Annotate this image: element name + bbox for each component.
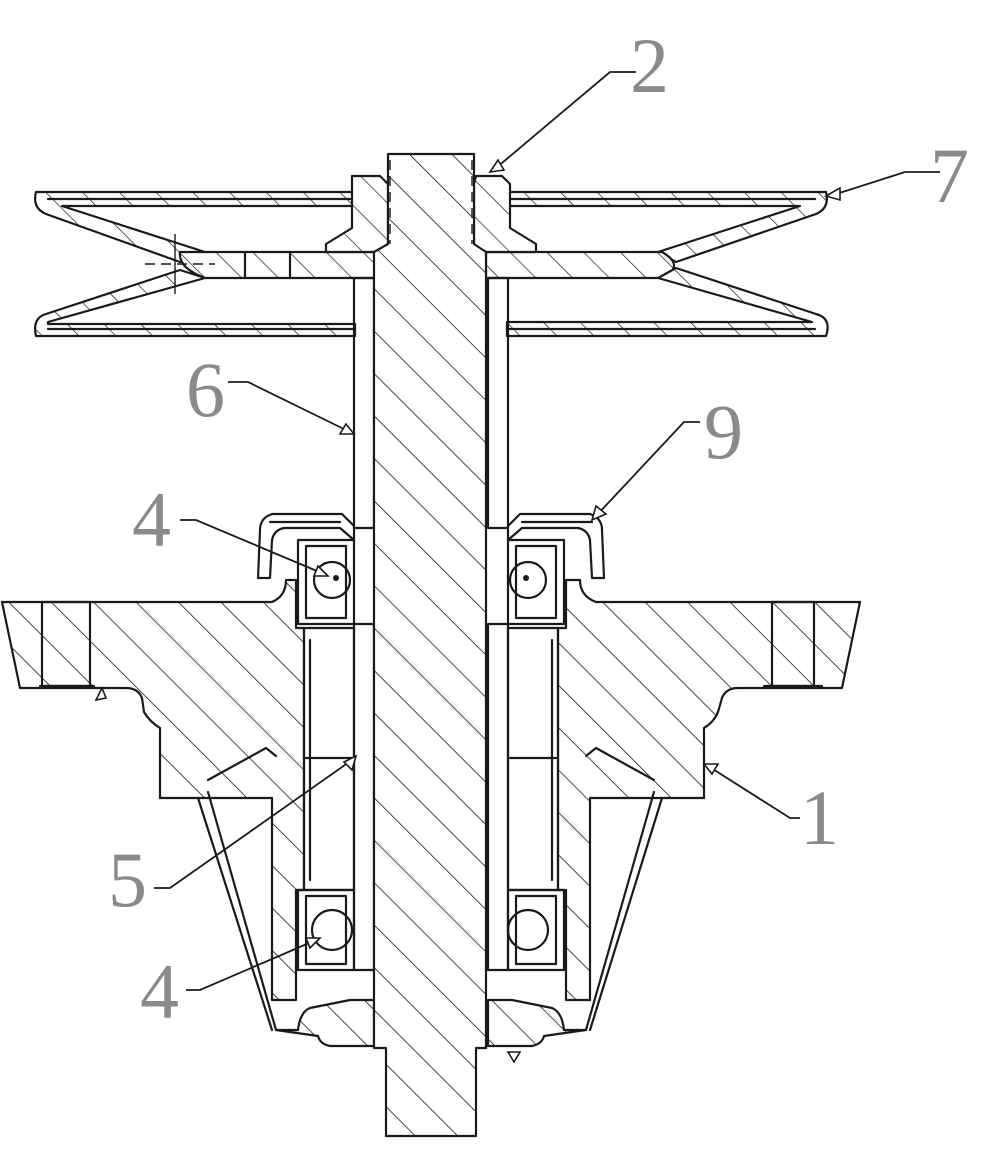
callout-label-4-lower: 4: [140, 948, 179, 1035]
callout-label-9: 9: [704, 388, 743, 475]
shaft-body: [372, 152, 488, 1138]
callout-label-5: 5: [108, 836, 147, 923]
housing-bottom: [274, 998, 376, 1048]
pulley-web-left: [178, 250, 378, 280]
callout-label-4-upper: 4: [132, 476, 171, 563]
leaders: [94, 71, 940, 1064]
top-nut: [324, 174, 538, 254]
housing-bottom-right: [486, 998, 588, 1048]
bearing-upper-left: [296, 538, 356, 626]
pulley-lower-flange-left: [34, 268, 357, 338]
pulley-web-right: [484, 250, 676, 280]
callout-label-7: 7: [930, 132, 969, 219]
sleeve-left: [352, 276, 376, 530]
housing-body: [0, 578, 306, 1002]
bearing-lower-left: [296, 888, 356, 972]
callout-label-1: 1: [800, 774, 839, 861]
sleeve-right: [486, 276, 510, 530]
callout-label-6: 6: [186, 346, 225, 433]
housing: [0, 578, 862, 1048]
nut-right: [472, 174, 538, 254]
bearing-upper-right: [506, 538, 566, 626]
callout-labels: 2 7 6 9 4 1 5 4: [108, 22, 969, 1035]
callout-label-2: 2: [630, 22, 669, 109]
nut-left: [324, 174, 390, 254]
shaft: [372, 152, 488, 1138]
bearing-lower-right: [506, 888, 566, 972]
